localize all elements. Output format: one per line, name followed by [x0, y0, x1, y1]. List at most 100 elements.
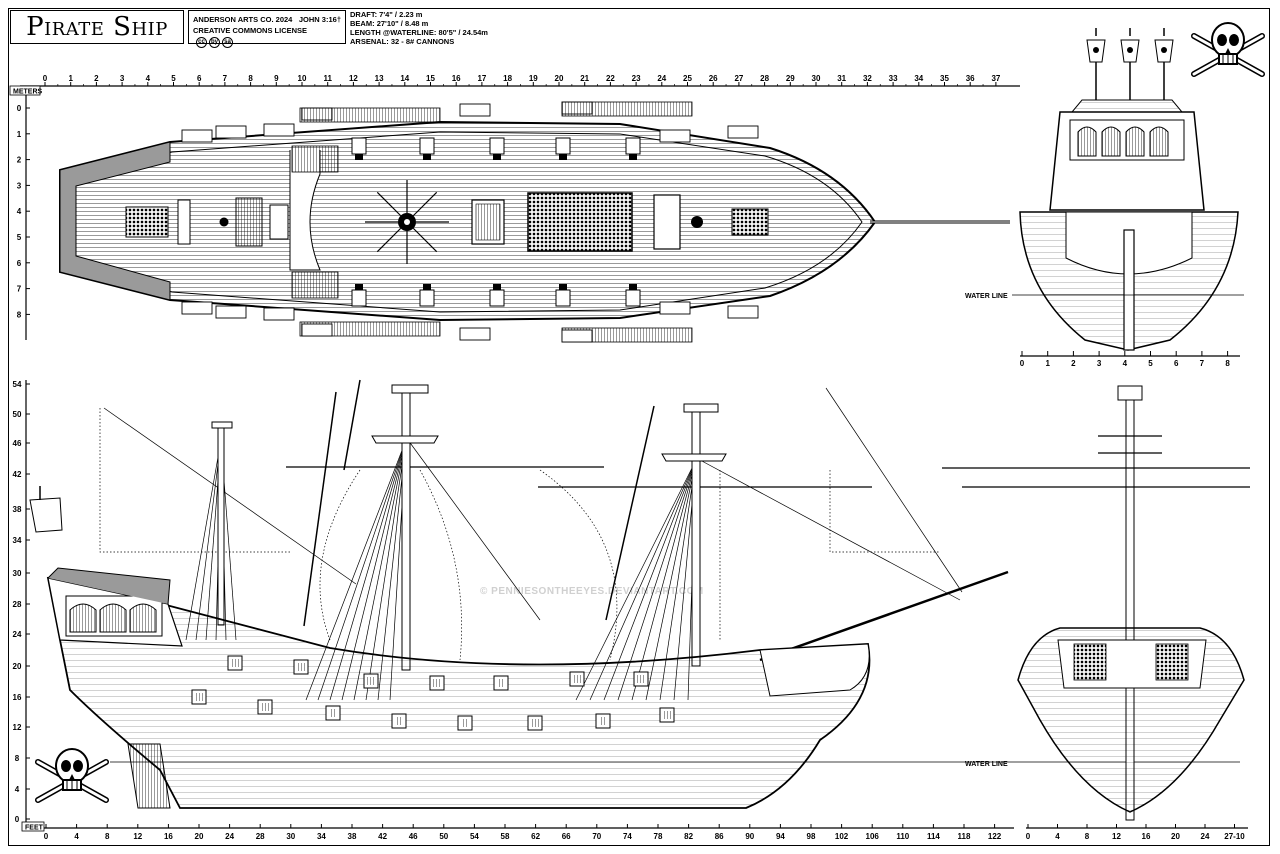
ruler-tick-label: 122 [988, 832, 1002, 841]
spec-beam: BEAM: 27'10" / 8.48 m [350, 19, 429, 28]
ruler-tick-label: 38 [348, 832, 357, 841]
ruler-tick-label: 6 [197, 74, 202, 83]
ruler-tick-label: 42 [378, 832, 387, 841]
ruler-tick-label: 35 [940, 74, 949, 83]
ruler-tick-label: 4 [17, 207, 22, 216]
ruler-tick-label: 86 [715, 832, 724, 841]
ruler-tick-label: 18 [503, 74, 512, 83]
spec-draft: DRAFT: 7'4" / 2.23 m [350, 10, 423, 19]
ruler-tick-label: 2 [1071, 359, 1076, 368]
skull-crossbones-icon [35, 748, 109, 803]
ruler-tick-label: 28 [13, 600, 22, 609]
company-name: ANDERSON ARTS CO. 2024 [193, 15, 293, 24]
stern-roof [1070, 99, 1184, 113]
ruler-tick-label: 4 [1123, 359, 1128, 368]
profile-gunports [191, 655, 675, 731]
ruler-tick-label: 94 [776, 832, 785, 841]
ruler-tick-label: 38 [13, 505, 22, 514]
ruler-tick-label: 25 [683, 74, 692, 83]
ruler-tick-label: 7 [1200, 359, 1205, 368]
license-icons: cc by sa [196, 36, 233, 48]
plan-channels [181, 101, 759, 343]
ruler-tick-label: 28 [760, 74, 769, 83]
stern-gallery [59, 141, 171, 301]
ruler-tick-label: 12 [1112, 832, 1121, 841]
ruler-tick-label: 1 [17, 130, 22, 139]
license-text: CREATIVE COMMONS LICENSE [193, 26, 308, 35]
ruler-tick-label: 4 [15, 785, 20, 794]
ruler-tick-label: 8 [1225, 359, 1230, 368]
ruler-tick-label: 9 [274, 74, 279, 83]
spec-length: LENGTH @WATERLINE: 80'5" / 24.54m [350, 28, 488, 37]
ruler-tick-label: 3 [120, 74, 125, 83]
ruler-tick-label: 106 [866, 832, 880, 841]
stern-grating [125, 206, 169, 238]
ruler-tick-label: 58 [501, 832, 510, 841]
rudder-profile [127, 743, 171, 809]
ruler-tick-label: 4 [1055, 832, 1060, 841]
companion-stair-top [291, 145, 339, 173]
ruler-tick-label: 30 [812, 74, 821, 83]
foremast-plan [691, 216, 703, 228]
ruler-tick-label: 82 [684, 832, 693, 841]
ruler-tick-label: 23 [632, 74, 641, 83]
ruler-tick-label: 27-10 [1224, 832, 1245, 841]
ruler-tick-label: 98 [807, 832, 816, 841]
ruler-tick-label: 24 [657, 74, 666, 83]
ruler-tick-label: 27 [734, 74, 743, 83]
ruler-tick-label: 110 [896, 832, 909, 841]
ruler-tick-label: 118 [958, 832, 971, 841]
ruler-tick-label: 20 [555, 74, 564, 83]
profile-water-line-label: WATER LINE [965, 761, 1008, 768]
ruler-tick-label: 20 [13, 662, 22, 671]
stern-lanterns [1086, 28, 1174, 100]
mizzen-mast-plan [219, 217, 229, 227]
unit-label-box-meters [9, 85, 41, 96]
ruler-tick-label: 8 [105, 832, 110, 841]
ruler-tick-label: 26 [709, 74, 718, 83]
ruler-tick-label: 14 [400, 74, 409, 83]
ruler-tick-label: 16 [13, 693, 22, 702]
profile-rigging [103, 387, 963, 701]
ruler-tick-label: 16 [452, 74, 461, 83]
ruler-tick-label: 2 [94, 74, 99, 83]
title-box: Pirate Ship [10, 10, 184, 44]
credits-box: ANDERSON ARTS CO. 2024 JOHN 3:16† CREATI… [188, 10, 346, 48]
inner-bulwark [67, 131, 863, 313]
companion-stair-bottom [291, 271, 339, 299]
ruler-tick-label: 0 [43, 74, 48, 83]
ruler-tick-label: 46 [13, 439, 22, 448]
ruler-tick-label: 5 [17, 233, 22, 242]
ruler-tick-label: 19 [529, 74, 538, 83]
ruler-tick-label: 6 [1174, 359, 1179, 368]
page-title: Pirate Ship [26, 12, 168, 42]
unit-label-meters: METERS [13, 89, 43, 96]
ruler-tick-label: 21 [580, 74, 589, 83]
ruler-tick-label: 8 [1085, 832, 1090, 841]
ruler-tick-label: 7 [223, 74, 228, 83]
ruler-tick-label: 4 [146, 74, 151, 83]
unit-label-box-feet [21, 821, 45, 832]
ruler-tick-label: 10 [298, 74, 307, 83]
ruler-tick-label: 0 [1020, 359, 1025, 368]
ruler-tick-label: 8 [17, 310, 22, 319]
bow-yards [942, 435, 1250, 488]
ruler-tick-label: 7 [17, 285, 22, 294]
ruler-tick-label: 20 [1171, 832, 1180, 841]
ruler-tick-label: 114 [927, 832, 940, 841]
skull-crossbones-icon [1191, 22, 1265, 77]
ruler-tick-label: 22 [606, 74, 615, 83]
quarterdeck-break [289, 150, 321, 271]
ruler-tick-label: 24 [1201, 832, 1210, 841]
ruler-tick-label: 102 [835, 832, 849, 841]
main-grating [527, 192, 633, 252]
profile-lantern [29, 497, 63, 533]
